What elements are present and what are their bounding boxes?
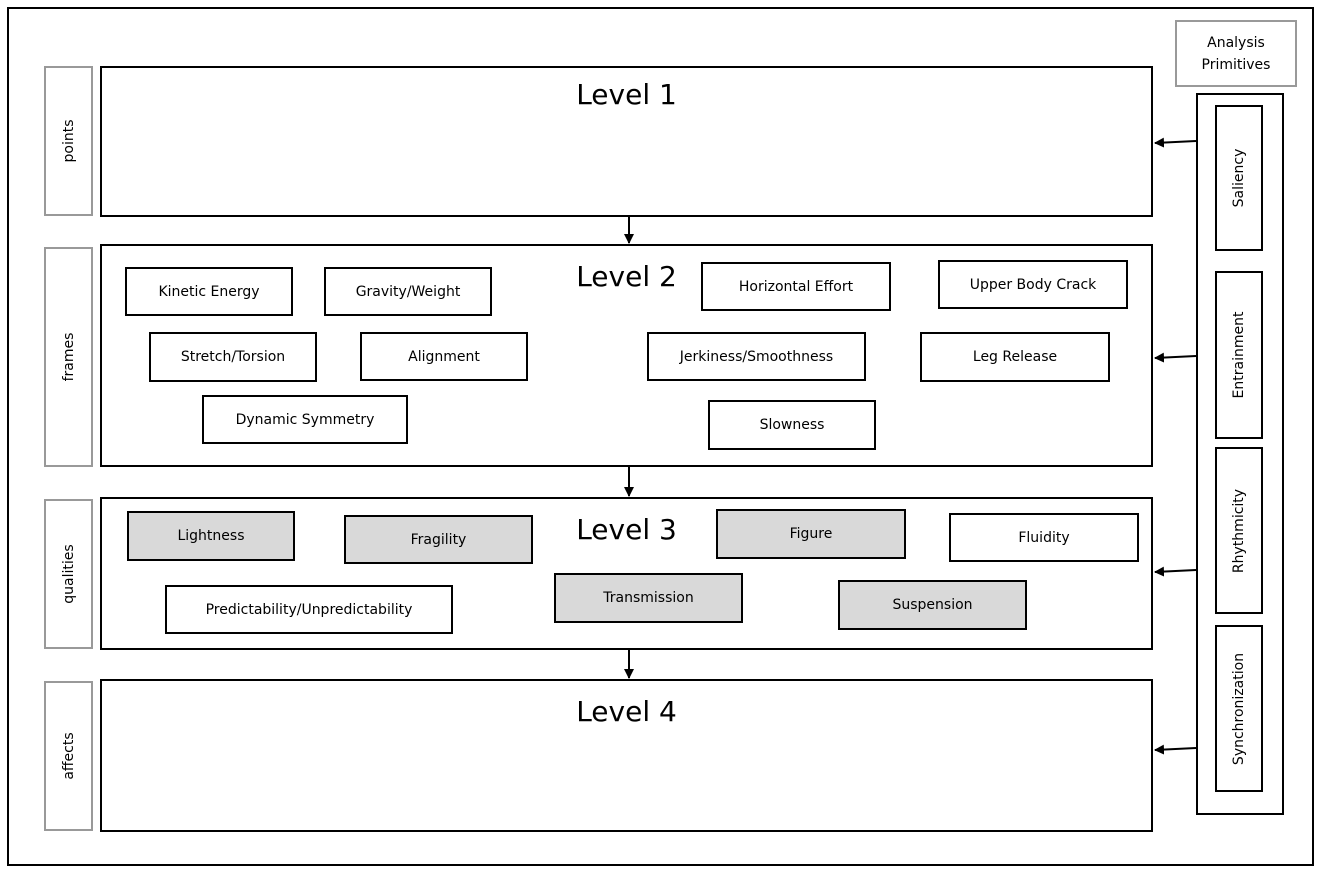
- box-gravity-weight: Gravity/Weight: [324, 267, 492, 316]
- box-slowness: Slowness: [708, 400, 876, 450]
- analysis-primitives-header: Analysis Primitives: [1175, 20, 1297, 87]
- level-1-title: Level 1: [576, 78, 677, 111]
- level-4-panel: Level 4: [100, 679, 1153, 832]
- box-predictability: Predictability/Unpredictability: [165, 585, 453, 634]
- box-fragility: Fragility: [344, 515, 533, 564]
- level-3-title: Level 3: [576, 513, 677, 546]
- box-figure: Figure: [716, 509, 906, 559]
- analysis-primitives-line1: Analysis: [1207, 34, 1265, 51]
- primitive-saliency: Saliency: [1215, 105, 1263, 251]
- side-label-points: points: [44, 66, 93, 216]
- box-kinetic-energy: Kinetic Energy: [125, 267, 293, 316]
- side-label-frames: frames: [44, 247, 93, 467]
- box-leg-release: Leg Release: [920, 332, 1110, 382]
- box-horizontal-effort: Horizontal Effort: [701, 262, 891, 311]
- primitive-synchronization: Synchronization: [1215, 625, 1263, 792]
- primitive-entrainment: Entrainment: [1215, 271, 1263, 439]
- analysis-primitives-line2: Primitives: [1201, 56, 1271, 73]
- side-label-affects: affects: [44, 681, 93, 831]
- level-4-title: Level 4: [576, 695, 677, 728]
- level-2-title: Level 2: [576, 260, 677, 293]
- diagram-frame: [7, 7, 1314, 866]
- box-transmission: Transmission: [554, 573, 743, 623]
- box-lightness: Lightness: [127, 511, 295, 561]
- arrow-primitives-to-level3: [1154, 566, 1197, 577]
- box-dynamic-symmetry: Dynamic Symmetry: [202, 395, 408, 444]
- box-stretch-torsion: Stretch/Torsion: [149, 332, 317, 382]
- level-1-panel: Level 1: [100, 66, 1153, 217]
- arrow-primitives-to-level1: [1154, 137, 1197, 148]
- arrow-primitives-to-level2: [1154, 352, 1197, 363]
- arrow-primitives-to-level4: [1154, 744, 1197, 755]
- box-alignment: Alignment: [360, 332, 528, 381]
- side-label-qualities: qualities: [44, 499, 93, 649]
- box-upper-body-crack: Upper Body Crack: [938, 260, 1128, 309]
- box-fluidity: Fluidity: [949, 513, 1139, 562]
- box-jerkiness-smoothness: Jerkiness/Smoothness: [647, 332, 866, 381]
- primitive-rhythmicity: Rhythmicity: [1215, 447, 1263, 614]
- box-suspension: Suspension: [838, 580, 1027, 630]
